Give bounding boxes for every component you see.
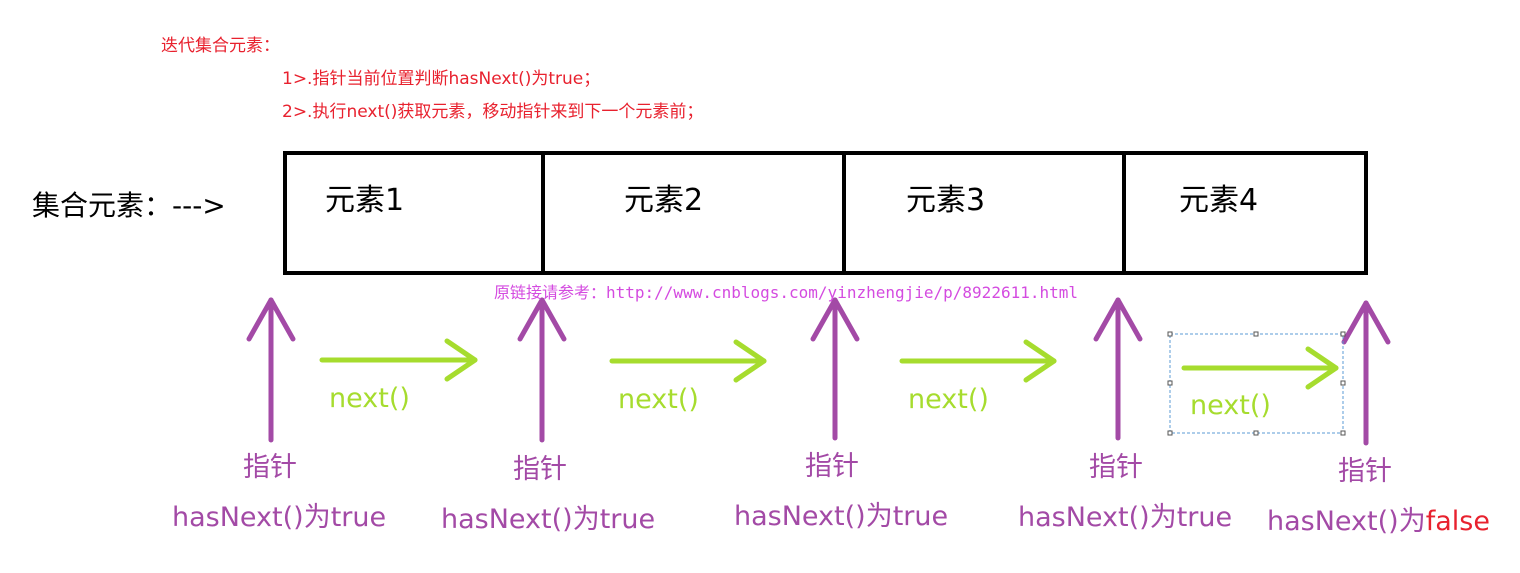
hasnext-label-4: hasNext()为true (1018, 504, 1232, 531)
element-label-1: 元素1 (325, 183, 405, 218)
next-arrow-3 (899, 339, 1057, 383)
hasnext-value-true: true (599, 504, 656, 535)
notes-title: 迭代集合元素： (161, 36, 280, 56)
hasnext-value-true: true (1176, 502, 1233, 533)
next-arrow-2 (609, 339, 767, 383)
pointer-label-4: 指针 (1089, 452, 1143, 483)
pointer-arrow-3 (810, 297, 860, 441)
hasnext-value-true: true (330, 502, 387, 533)
pointer-label-3: 指针 (805, 451, 859, 482)
next-arrows (319, 338, 1339, 390)
notes-step-2: 2>.执行next()获取元素，移动指针来到下一个元素前； (282, 102, 704, 122)
pointer-label-1: 指针 (243, 452, 297, 483)
pointer-arrow-5 (1341, 300, 1391, 446)
hasnext-label-5: hasNext()为false (1267, 508, 1490, 535)
next-arrow-4 (1181, 346, 1339, 390)
next-label-1: next() (329, 383, 410, 414)
hasnext-prefix: hasNext()为 (172, 502, 331, 533)
selection-handles (1167, 331, 1346, 436)
hasnext-value-false: false (1425, 506, 1490, 537)
element-label-3: 元素3 (906, 183, 986, 218)
pointer-arrows (246, 297, 1391, 446)
collection-boxes (283, 151, 1368, 275)
hasnext-label-2: hasNext()为true (441, 506, 655, 533)
hasnext-label-1: hasNext()为true (172, 504, 386, 531)
element-label-4: 元素4 (1179, 183, 1259, 218)
hasnext-label-3: hasNext()为true (734, 503, 948, 530)
pointer-arrow-2 (517, 297, 567, 443)
next-label-4: next() (1190, 390, 1271, 421)
hasnext-prefix: hasNext()为 (734, 501, 893, 532)
hasnext-prefix: hasNext()为 (441, 504, 600, 535)
next-label-3: next() (908, 384, 989, 415)
pointer-label-2: 指针 (513, 454, 567, 485)
pointer-arrow-4 (1093, 297, 1143, 441)
next-arrow-1 (319, 338, 478, 382)
hasnext-value-true: true (892, 501, 949, 532)
collection-label: 集合元素：---> (32, 189, 226, 222)
source-link-note: 原链接请参考：http://www.cnblogs.com/yinzhengji… (494, 283, 1079, 302)
selection-box (1167, 331, 1346, 436)
collection-outline (283, 151, 1368, 275)
hasnext-prefix: hasNext()为 (1267, 506, 1426, 537)
element-label-2: 元素2 (624, 183, 704, 218)
pointer-arrow-1 (246, 297, 296, 443)
pointer-label-5: 指针 (1338, 456, 1392, 487)
hasnext-prefix: hasNext()为 (1018, 502, 1177, 533)
next-label-2: next() (618, 384, 699, 415)
notes-step-1: 1>.指针当前位置判断hasNext()为true； (282, 69, 601, 89)
